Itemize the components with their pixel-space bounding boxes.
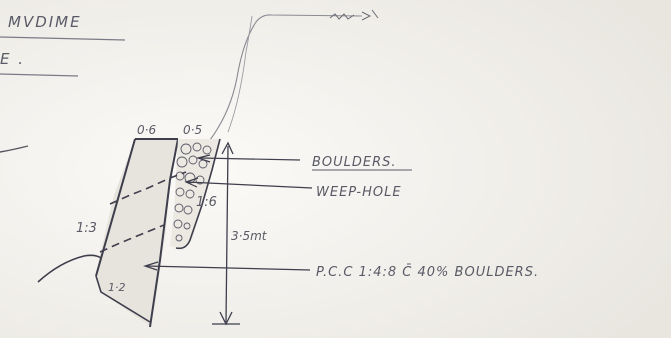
- wall-front-face: [95, 138, 136, 277]
- arrow-left-icon: [143, 261, 159, 271]
- ground-surface-line: [227, 15, 253, 133]
- dim-top-right: 0·5: [183, 123, 202, 137]
- header-line-1: MVDIME: [8, 13, 82, 31]
- height-dimension-line: [225, 145, 229, 323]
- dim-top-left: 0·6: [137, 123, 156, 137]
- arrow-left-icon: [184, 177, 199, 188]
- dim-back-slope: 1:6: [196, 195, 217, 210]
- ground-line-toe: [37, 254, 102, 283]
- dim-base: 1·2: [108, 281, 126, 294]
- margin-arrow: [0, 145, 29, 153]
- leader-boulders: [199, 157, 301, 161]
- weep-hole-upper: [109, 171, 187, 205]
- backfill-back-face: [175, 138, 221, 250]
- ground-hatch-icon: [361, 9, 379, 21]
- ground-hatch-icon: [329, 13, 355, 20]
- leader-weep-hole: [186, 181, 313, 189]
- label-weep-hole: WEEP-HOLE: [316, 185, 402, 200]
- label-boulders: BOULDERS.: [312, 155, 397, 170]
- dim-height: 3·5mt: [231, 229, 268, 243]
- wall-base: [95, 275, 151, 323]
- weep-hole-lower: [99, 224, 165, 253]
- header-rule: [0, 73, 79, 77]
- arrow-left-icon: [195, 154, 211, 163]
- header-line-2: E .: [0, 50, 25, 68]
- dim-front-slope: 1:3: [76, 221, 97, 236]
- label-pcc: P.C.C 1:4:8 C̄ 40% BOULDERS.: [316, 265, 539, 280]
- header-rule: [0, 36, 126, 41]
- leader-pcc: [145, 265, 311, 271]
- arrow-up-icon: [221, 141, 234, 155]
- wall-back-face: [149, 138, 179, 328]
- ground-surface-line: [209, 14, 363, 141]
